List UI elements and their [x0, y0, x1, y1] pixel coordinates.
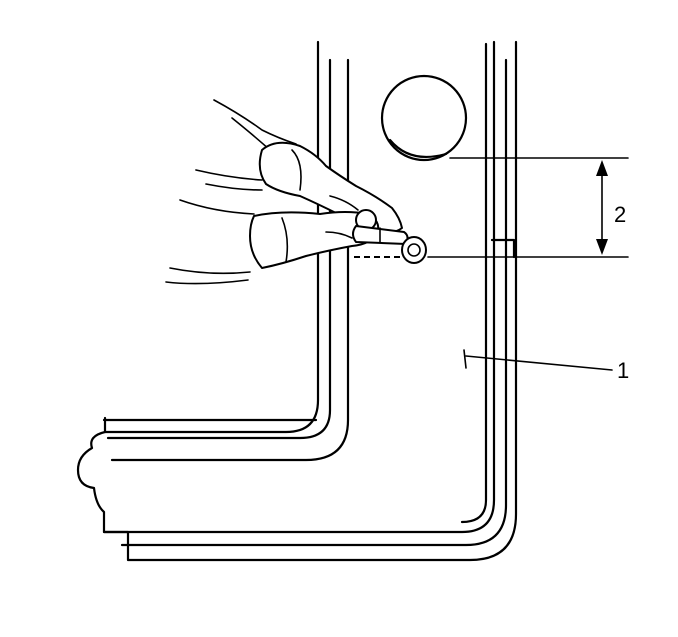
hole-icon	[380, 74, 468, 162]
callout-1-leader: 1	[463, 349, 629, 383]
dimension-2: 2	[427, 157, 629, 258]
cut-line	[354, 238, 516, 259]
hands-with-cutting-tool-icon	[165, 99, 427, 285]
callout-1: 1	[617, 358, 629, 383]
callout-2: 2	[614, 202, 626, 227]
panel-body	[76, 40, 518, 562]
